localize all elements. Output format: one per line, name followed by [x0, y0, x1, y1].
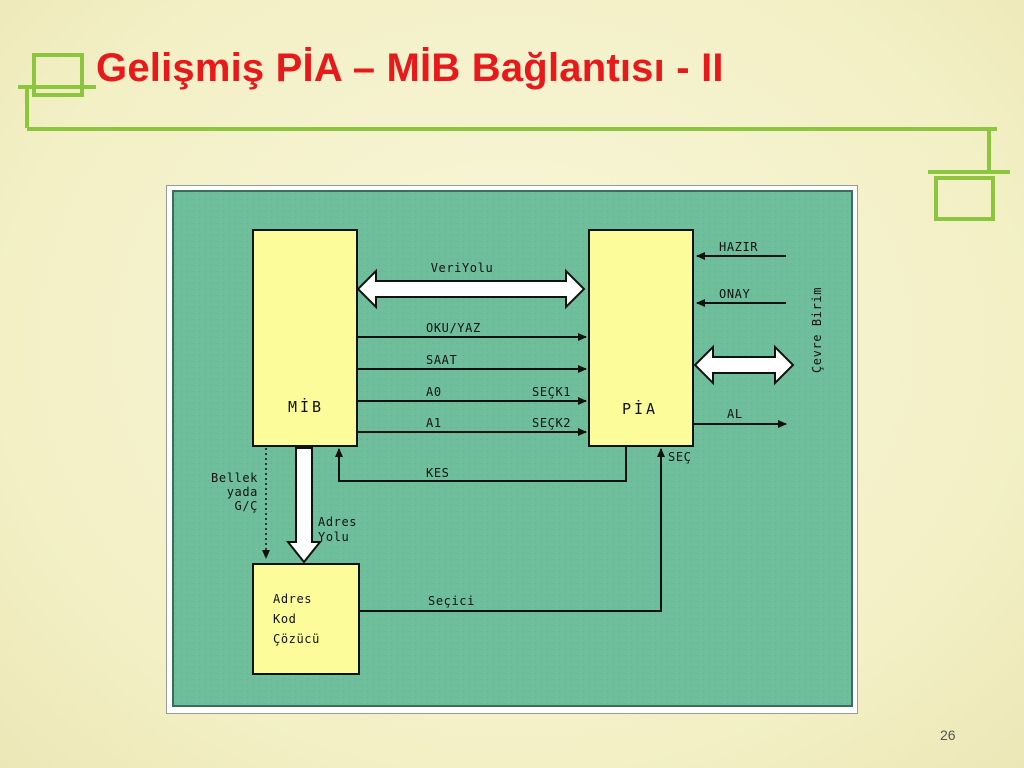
decoder-label-line3: Çözücü [273, 632, 320, 646]
data-bus-arrow [356, 268, 586, 310]
address-bus-label-line1: Adres [318, 515, 357, 529]
a1-label: A1 [426, 416, 442, 430]
mib-label: MİB [288, 397, 324, 416]
slide-title: Gelişmiş PİA – MİB Bağlantısı - II [96, 46, 724, 90]
address-bus-arrow [285, 447, 323, 564]
peripheral-bus-arrow [693, 344, 795, 386]
data-bus-label: VeriYolu [431, 261, 494, 275]
address-decoder-block [252, 563, 360, 675]
receive-label: AL [727, 407, 743, 421]
ready-label: HAZIR [719, 240, 758, 254]
interrupt-line [335, 446, 627, 482]
select1-label: SEÇK1 [532, 385, 571, 399]
peripheral-label: Çevre Birim [810, 287, 824, 373]
a0-label: A0 [426, 385, 442, 399]
page-number: 26 [940, 727, 956, 743]
interrupt-label: KES [426, 466, 449, 480]
decoder-label-line2: Kod [273, 612, 296, 626]
decoder-label-line1: Adres [273, 592, 312, 606]
memory-io-label-line1: Bellek [211, 471, 258, 485]
deco-square-left [32, 53, 84, 97]
mib-block [252, 229, 358, 447]
pia-label: PİA [622, 399, 658, 418]
address-bus-label-line2: Yolu [318, 530, 349, 544]
selector-label: Seçici [428, 594, 475, 608]
selector-line [359, 448, 665, 612]
read-write-label: OKU/YAZ [426, 321, 481, 335]
acknowledge-label: ONAY [719, 287, 750, 301]
memory-io-label-line3: G/Ç [235, 499, 258, 513]
select-label: SEÇ [668, 450, 691, 464]
memory-io-label-line2: yada [227, 485, 258, 499]
pia-block [588, 229, 694, 447]
select2-label: SEÇK2 [532, 416, 571, 430]
deco-square-right [934, 176, 995, 221]
clock-label: SAAT [426, 353, 457, 367]
